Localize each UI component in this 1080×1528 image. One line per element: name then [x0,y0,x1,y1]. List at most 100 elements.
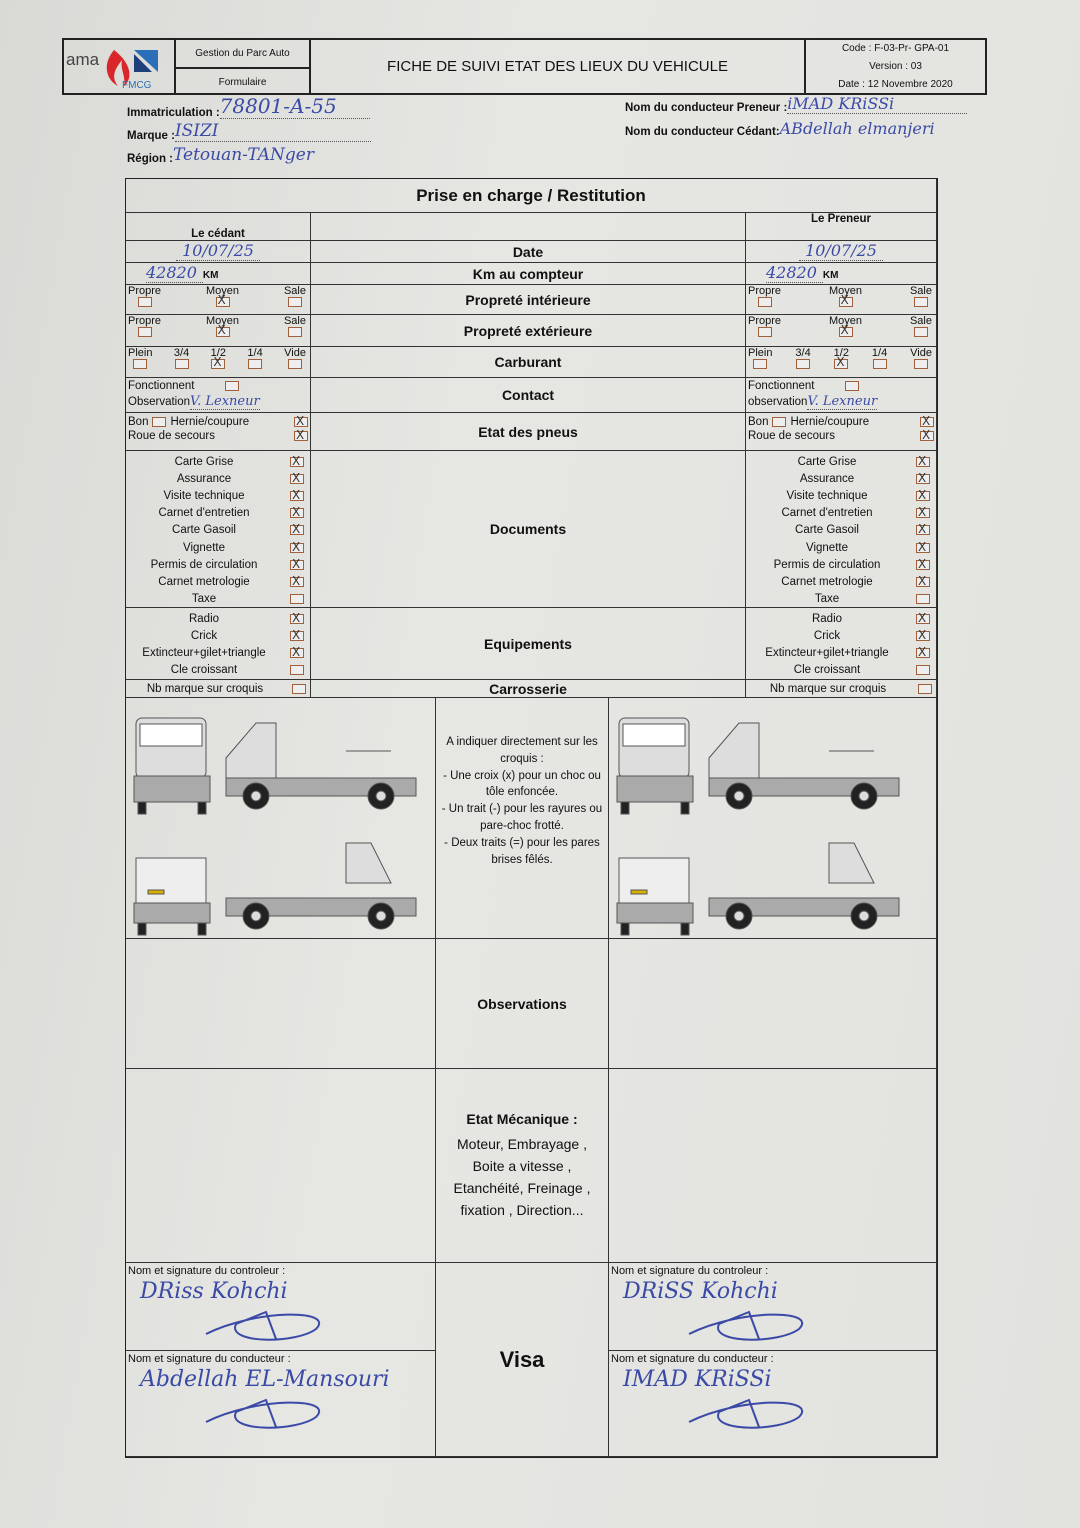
observation-value: V. Lexneur [190,394,260,410]
option: Plein [748,347,772,369]
option-label: Sale [283,315,306,327]
option-checkbox[interactable] [913,297,928,307]
item-checkbox[interactable] [290,611,304,625]
observation-label: observation [748,396,808,408]
cedant-head: Le cédant [191,228,245,240]
item-checkbox[interactable] [290,522,304,536]
bon-checkbox[interactable] [772,417,787,427]
option-checkbox[interactable] [248,359,263,369]
item-checkbox[interactable] [916,628,930,642]
carrosserie-line: Nb marque sur croquis [746,680,936,697]
roue-checkbox[interactable] [920,428,934,442]
item-checkbox[interactable] [290,488,304,502]
item-checkbox[interactable] [290,574,304,588]
item-checkbox[interactable] [290,454,304,468]
list-item: Vignette [746,539,930,556]
option-checkbox[interactable] [834,356,849,369]
list-item: Carnet metrologie [126,573,304,590]
item-label: Vignette [183,541,225,554]
option-label: Moyen [205,315,240,327]
option: Sale [910,285,932,307]
item-checkbox[interactable] [916,574,930,588]
option-checkbox[interactable] [796,359,811,369]
option-label: Propre [128,315,162,327]
option-checkbox[interactable] [174,359,189,369]
option-checkbox[interactable] [287,297,302,307]
vehicle-sketch-icon[interactable] [609,698,937,939]
item-checkbox[interactable] [292,683,306,694]
option-checkbox[interactable] [753,359,768,369]
bon-label: Bon [128,416,149,428]
option: 1/4 [247,347,263,369]
option-checkbox[interactable] [211,356,226,369]
observation-line: ObservationV. Lexneur [126,394,310,410]
option-checkbox[interactable] [913,327,928,337]
item-checkbox[interactable] [290,557,304,571]
table-title-text: Prise en charge / Restitution [416,185,646,205]
option-group: Propre Moyen Sale [126,315,310,337]
option-label: 1/4 [871,347,888,359]
observations-title: Observations [477,995,567,1012]
option-label: Vide [910,347,932,359]
fonctionnent-checkbox[interactable] [844,381,859,391]
item-checkbox[interactable] [916,522,930,536]
item-checkbox[interactable] [916,611,930,625]
vehicle-sketch-icon[interactable] [126,698,436,939]
item-checkbox[interactable] [290,594,304,605]
item-checkbox[interactable] [916,505,930,519]
observations-label: Observations [436,939,609,1069]
item-checkbox[interactable] [290,540,304,554]
list-item: Visite technique [126,487,304,504]
option-checkbox[interactable] [757,297,772,307]
option-checkbox[interactable] [838,324,853,337]
option-checkbox[interactable] [215,294,230,307]
km-value: 42820 [146,263,203,283]
option-checkbox[interactable] [914,359,929,369]
option-checkbox[interactable] [215,324,230,337]
option-checkbox[interactable] [287,327,302,337]
item-checkbox[interactable] [916,665,930,676]
item-checkbox[interactable] [290,645,304,659]
hernie-checkbox[interactable] [920,414,934,428]
km-unit: KM [822,270,839,281]
option-checkbox[interactable] [757,327,772,337]
option-checkbox[interactable] [133,359,148,369]
option-checkbox[interactable] [137,327,152,337]
item-checkbox[interactable] [918,683,932,694]
option-checkbox[interactable] [838,294,853,307]
item-checkbox[interactable] [916,645,930,659]
item-checkbox[interactable] [916,594,930,605]
carrosserie-line: Nb marque sur croquis [126,680,310,697]
item-checkbox[interactable] [916,540,930,554]
item-checkbox[interactable] [290,628,304,642]
item-checkbox[interactable] [290,665,304,676]
option-label: Plein [128,347,153,359]
option-checkbox[interactable] [872,359,887,369]
hernie-checkbox[interactable] [294,414,308,428]
km-value: 42820 [766,263,823,283]
option-checkbox[interactable] [288,359,303,369]
item-checkbox[interactable] [916,454,930,468]
roue-checkbox[interactable] [294,428,308,442]
item-checkbox[interactable] [916,471,930,485]
mecanique-items: Moteur, Embrayage , Boite a vitesse , Et… [453,1135,591,1218]
signature-name: IMAD KRiSSi [623,1367,772,1392]
item-label: Carte Grise [174,455,234,468]
signature-scribble-icon [609,1304,936,1347]
item-checkbox[interactable] [916,488,930,502]
item-checkbox[interactable] [290,505,304,519]
option: 3/4 [795,347,811,369]
fonctionnent-checkbox[interactable] [224,381,239,391]
list-item: Carnet d'entretien [126,505,304,522]
item-checkbox[interactable] [916,557,930,571]
option-group: PropreMoyenSale [126,285,310,307]
item-label: Carnet metrologie [158,575,250,588]
item-checkbox[interactable] [290,471,304,485]
bon-checkbox[interactable] [152,417,167,427]
option-checkbox[interactable] [137,297,152,307]
item-label: Extincteur+gilet+triangle [765,646,889,659]
form-title: FICHE DE SUIVI ETAT DES LIEUX DU VEHICUL… [311,40,806,93]
